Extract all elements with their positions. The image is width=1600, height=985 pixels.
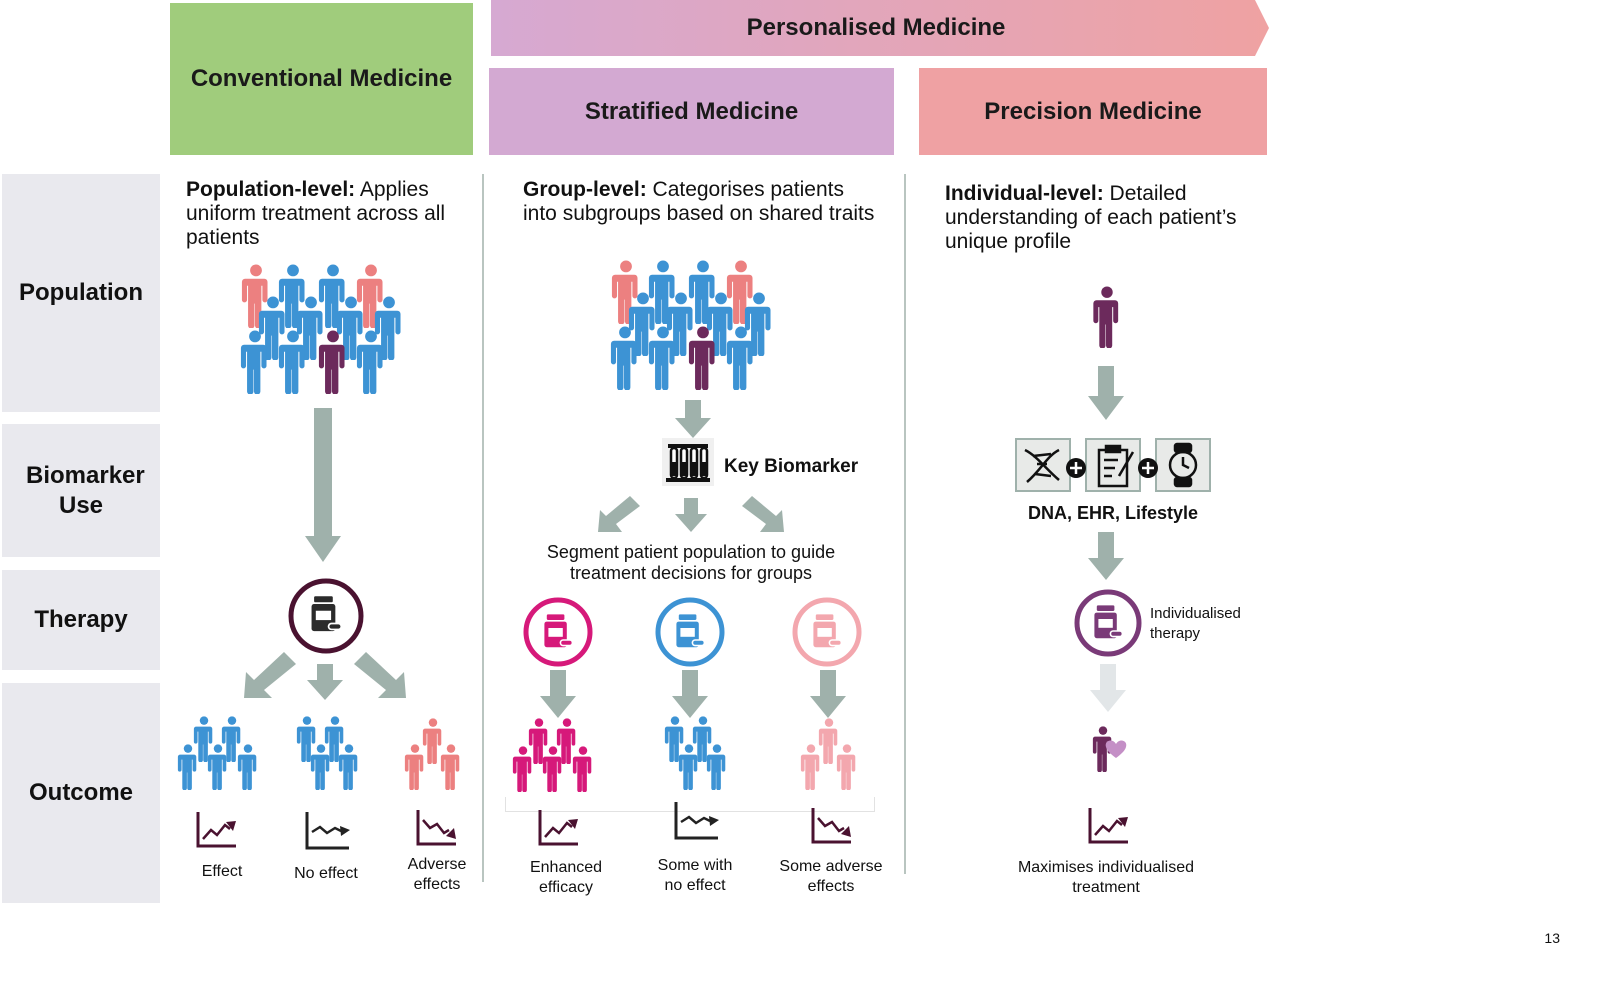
header-precision: Precision Medicine	[919, 68, 1267, 155]
outcome-group-some-adverse	[800, 718, 856, 790]
header-conventional: Conventional Medicine	[170, 3, 473, 155]
outcome-group-adverse	[404, 718, 460, 790]
stratified-description: Group-level: Categorises patients into s…	[523, 178, 875, 225]
individual-patient	[1093, 286, 1119, 348]
precision-description: Individual-level: Detailed understanding…	[945, 182, 1237, 253]
therapy-icon-conventional	[288, 578, 364, 654]
trend-chart-icon	[416, 810, 456, 846]
header-stratified: Stratified Medicine	[489, 68, 894, 155]
outcome-group-effect	[177, 716, 257, 790]
therapy-icon-pink	[792, 597, 862, 667]
arrow-down-short	[675, 400, 711, 438]
diverging-arrows-conventional	[244, 652, 406, 700]
row-label-outcome: Outcome	[2, 683, 160, 903]
row-label-biomarker: Biomarker Use	[2, 424, 160, 557]
outcome-group-no-effect	[296, 716, 358, 790]
trend-chart-icon	[196, 812, 236, 848]
heart-icon	[1105, 740, 1127, 758]
header-personalised: Personalised Medicine	[746, 14, 1006, 41]
plus-icon	[1066, 458, 1086, 478]
clipboard-icon	[1097, 444, 1135, 488]
test-tubes-icon	[662, 438, 714, 486]
arrow-down-short	[810, 670, 846, 718]
diverging-arrows-stratified	[598, 496, 784, 532]
outcome-group-some-no-effect	[664, 716, 726, 790]
column-separator	[904, 174, 906, 874]
trend-chart-icon	[305, 812, 350, 850]
arrow-down-short	[1088, 366, 1124, 420]
key-biomarker-label: Key Biomarker	[724, 456, 859, 477]
outcome-label-adverse: Adverse effects	[407, 856, 467, 893]
arrow-down-short	[672, 670, 708, 718]
trend-chart-icon	[1088, 808, 1128, 844]
population-crowd-stratified	[610, 260, 771, 390]
arrow-down-faded	[1090, 664, 1126, 712]
trend-chart-icon	[674, 802, 719, 840]
watch-icon	[1168, 442, 1198, 488]
arrow-down-long	[305, 408, 341, 562]
outcome-label-some-no-effect: Some with no effect	[657, 857, 733, 894]
population-crowd-conventional	[240, 264, 401, 394]
outcome-label-enhanced: Enhanced efficacy	[529, 859, 603, 896]
segment-text: Segment patient population to guide trea…	[546, 542, 836, 583]
data-sources-row	[1015, 438, 1211, 492]
therapy-icon-blue	[655, 597, 725, 667]
outcome-label-some-adverse: Some adverse effects	[779, 858, 883, 895]
data-sources-label: DNA, EHR, Lifestyle	[1027, 503, 1199, 523]
outcome-label-individual: Maximises individualised treatment	[1017, 859, 1195, 896]
column-separator	[482, 174, 484, 882]
arrow-down-short	[540, 670, 576, 718]
trend-chart-icon	[811, 808, 851, 844]
trend-chart-icon	[538, 810, 578, 846]
outcome-label-effect: Effect	[201, 863, 243, 880]
outcome-label-no-effect: No effect	[294, 865, 358, 882]
outcome-divider	[505, 797, 875, 812]
therapy-icon-individual	[1074, 589, 1142, 657]
plus-icon	[1138, 458, 1158, 478]
therapy-icon-magenta	[523, 597, 593, 667]
patient-with-heart	[1092, 726, 1127, 772]
page-number: 13	[1544, 930, 1560, 946]
outcome-group-enhanced	[512, 718, 592, 792]
conventional-description: Population-level: Applies uniform treatm…	[186, 178, 446, 249]
arrow-down-short	[1088, 532, 1124, 580]
row-label-therapy: Therapy	[2, 570, 160, 670]
therapy-label-individual: Individualised therapy	[1150, 605, 1241, 642]
dna-icon	[1024, 448, 1060, 483]
header-personalised-arrow	[491, 0, 1269, 56]
row-label-population: Population	[2, 174, 160, 412]
